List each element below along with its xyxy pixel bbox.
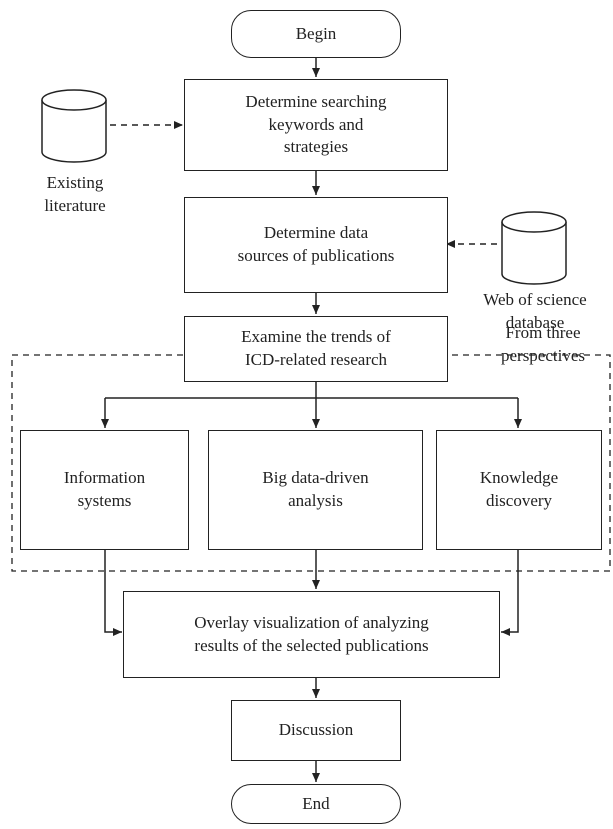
determine-sources-label: Determine data sources of publications: [237, 223, 395, 265]
perspectives-annotation: From three perspectives: [500, 323, 586, 365]
discussion-node: Discussion: [231, 700, 401, 761]
arrow-information-systems-to-overlay: [104, 550, 122, 636]
begin-node: Begin: [231, 10, 401, 58]
examine-trends-node: Examine the trends of ICD-related resear…: [184, 316, 448, 382]
determine-sources-node: Determine data sources of publications: [184, 197, 448, 293]
big-data-analysis-label: Big data-driven analysis: [262, 468, 369, 510]
information-systems-label: Information systems: [63, 468, 146, 510]
web-of-science-label: Web of science database: [483, 290, 587, 332]
examine-trends-label: Examine the trends of ICD-related resear…: [241, 327, 391, 369]
end-node: End: [231, 784, 401, 824]
web-of-science-database-icon: [501, 211, 567, 285]
big-data-analysis-node: Big data-driven analysis: [208, 430, 423, 550]
knowledge-discovery-label: Knowledge discovery: [479, 468, 559, 510]
overlay-visualization-label: Overlay visualization of analyzing resul…: [194, 612, 429, 655]
overlay-visualization-node: Overlay visualization of analyzing resul…: [123, 591, 500, 678]
begin-label: Begin: [295, 23, 337, 43]
end-label: End: [302, 793, 330, 813]
arrow-knowledge-discovery-to-overlay: [501, 550, 519, 636]
knowledge-discovery-node: Knowledge discovery: [436, 430, 602, 550]
determine-keywords-node: Determine searching keywords and strateg…: [184, 79, 448, 171]
existing-literature-database-icon: [41, 89, 107, 163]
determine-keywords-label: Determine searching keywords and strateg…: [245, 91, 387, 157]
information-systems-node: Information systems: [20, 430, 189, 550]
discussion-label: Discussion: [278, 720, 354, 740]
existing-literature-label: Existing literature: [44, 173, 106, 215]
